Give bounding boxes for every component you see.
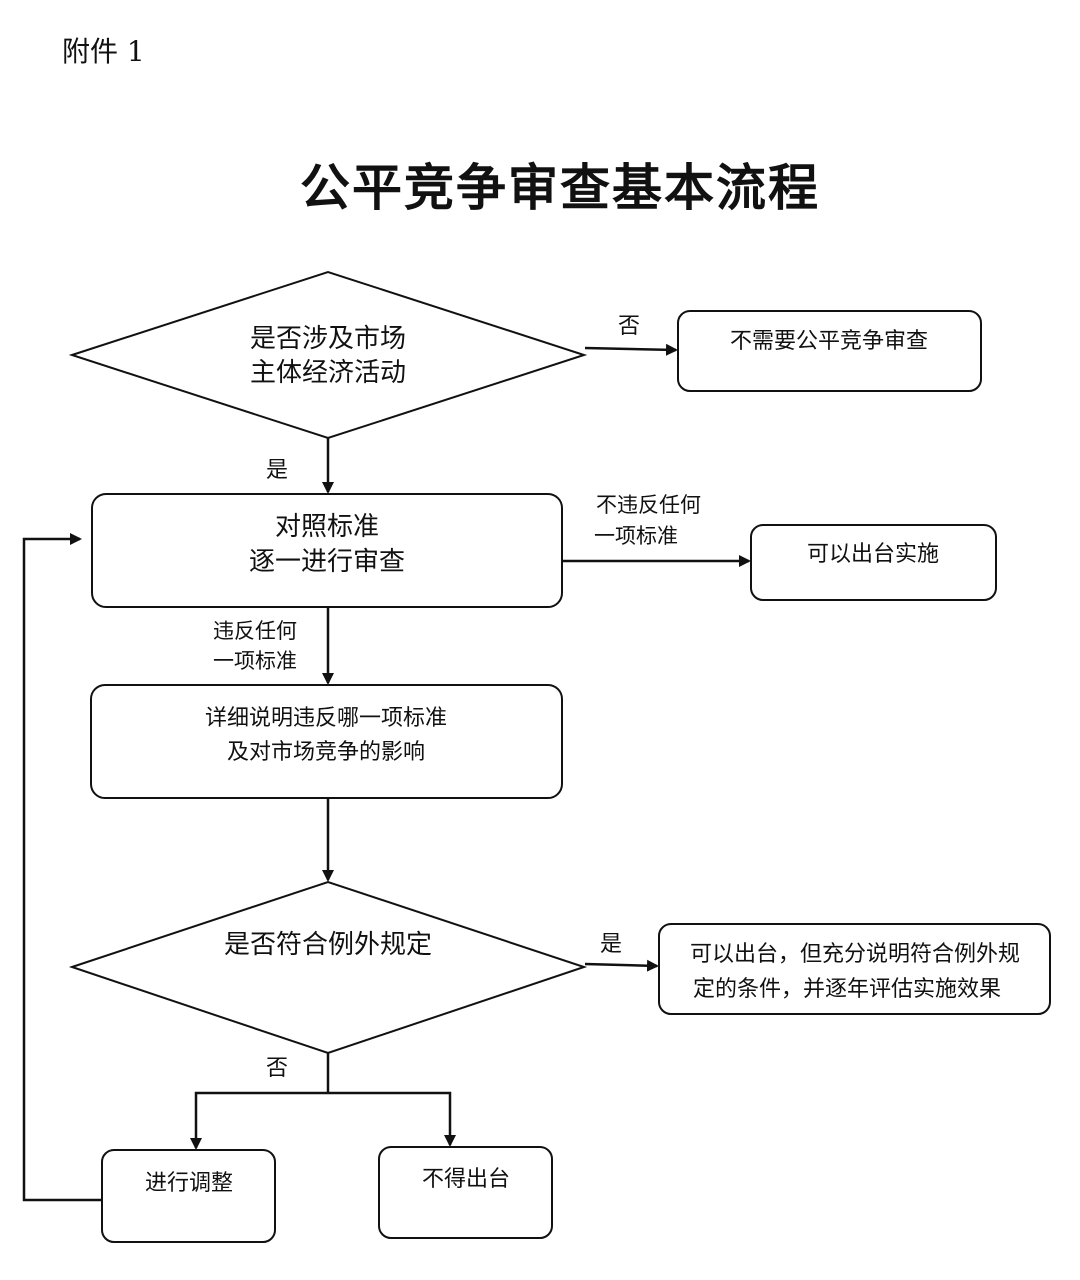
arrow-adjust-loop-to-review bbox=[22, 533, 102, 1202]
box-review: 对照标准 逐一进行审查 bbox=[91, 493, 563, 608]
page-title: 公平竞争审查基本流程 bbox=[300, 158, 820, 217]
edge-label-no-1: 否 bbox=[618, 314, 640, 339]
edge-label-violate-line-1: 违反任何 bbox=[213, 619, 297, 643]
box-can-issue: 可以出台实施 bbox=[750, 524, 997, 601]
arrow-decision2-to-no-issue bbox=[328, 1091, 456, 1147]
box-no-issue: 不得出台 bbox=[378, 1146, 553, 1239]
box-no-review-text: 不需要公平竞争审查 bbox=[730, 329, 928, 354]
edge-label-yes-2: 是 bbox=[600, 932, 622, 957]
box-review-line-1: 对照标准 bbox=[275, 512, 379, 542]
box-explain-line-2: 及对市场竞争的影响 bbox=[227, 740, 425, 765]
decision-exception-text: 是否符合例外规定 bbox=[224, 930, 432, 960]
attachment-label: 附件 1 bbox=[62, 35, 145, 68]
decision-exception: 是否符合例外规定 bbox=[68, 880, 588, 1055]
box-adjust: 进行调整 bbox=[101, 1149, 276, 1243]
decision-market-line-1: 是否涉及市场 bbox=[250, 324, 406, 354]
edge-label-violate-line-2: 一项标准 bbox=[213, 649, 297, 673]
box-explain: 详细说明违反哪一项标准 及对市场竞争的影响 bbox=[90, 684, 563, 799]
edge-label-no-2: 否 bbox=[266, 1056, 288, 1081]
box-review-line-2: 逐一进行审查 bbox=[249, 547, 405, 577]
box-can-issue-text: 可以出台实施 bbox=[807, 542, 939, 567]
edge-label-yes-1: 是 bbox=[266, 458, 288, 483]
box-issue-conditions-line-2: 定的条件，并逐年评估实施效果 bbox=[693, 977, 1001, 1002]
edge-label-not-violate-line-2: 一项标准 bbox=[594, 524, 678, 548]
arrow-decision2-to-issue-conditions bbox=[584, 959, 659, 972]
decision-market-activity: 是否涉及市场 主体经济活动 bbox=[68, 270, 588, 440]
edge-label-not-violate-line-1: 不违反任何 bbox=[596, 493, 701, 517]
decision-market-line-2: 主体经济活动 bbox=[250, 358, 406, 388]
box-explain-line-1: 详细说明违反哪一项标准 bbox=[205, 706, 447, 731]
box-no-review: 不需要公平竞争审查 bbox=[677, 310, 982, 392]
box-issue-with-conditions: 可以出台，但充分说明符合例外规 定的条件，并逐年评估实施效果 bbox=[658, 923, 1051, 1015]
box-adjust-text: 进行调整 bbox=[145, 1171, 233, 1196]
arrow-decision2-to-adjust bbox=[190, 1091, 328, 1150]
box-issue-conditions-line-1: 可以出台，但充分说明符合例外规 bbox=[690, 942, 1020, 967]
box-no-issue-text: 不得出台 bbox=[422, 1167, 510, 1192]
arrow-decision1-to-no-review bbox=[584, 343, 678, 356]
